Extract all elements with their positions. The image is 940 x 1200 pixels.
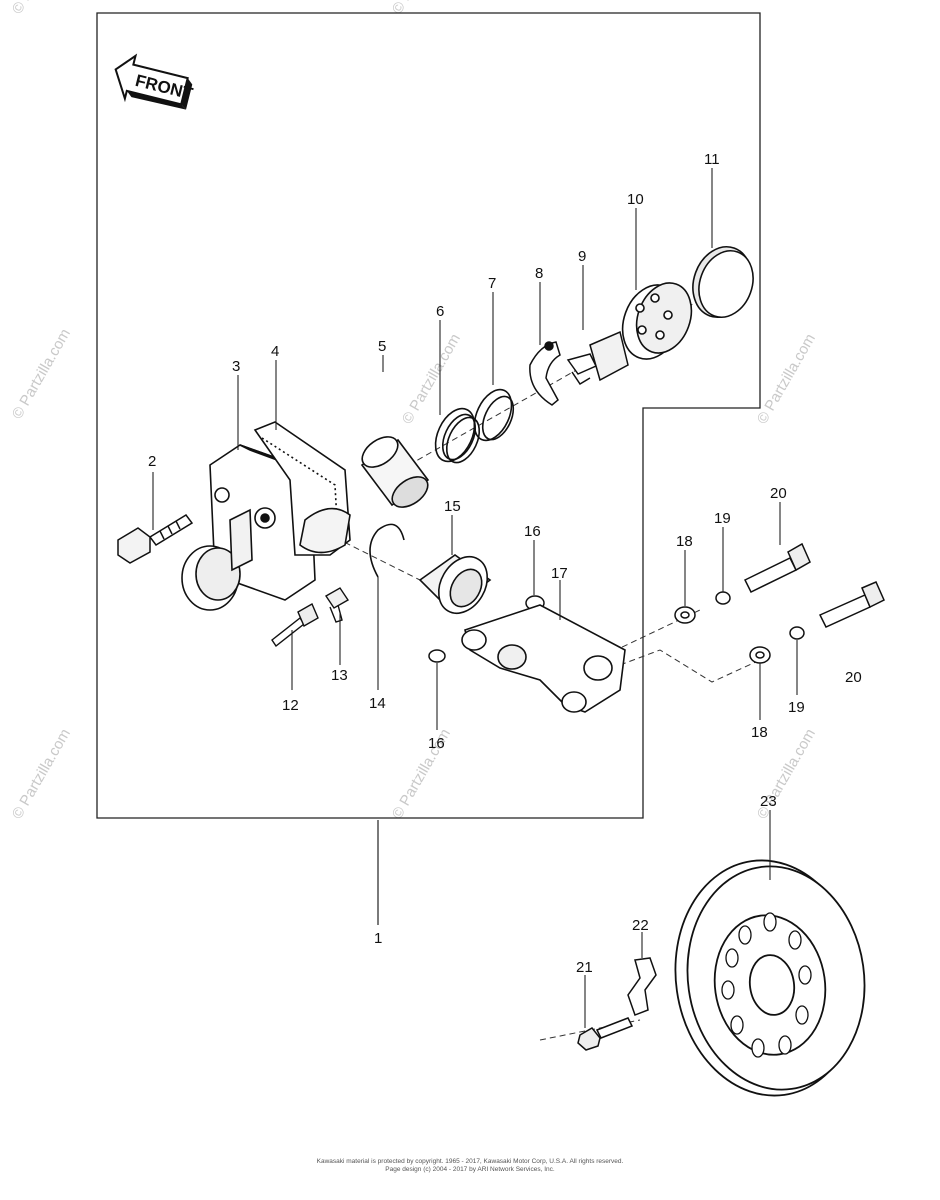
- callout-13: 13: [331, 667, 348, 684]
- part-4-brake-pads: [253, 421, 351, 556]
- callout-23: 23: [760, 793, 777, 810]
- part-13-bleeder-cap: [325, 587, 349, 623]
- copyright-notice: Kawasaki material is protected by copyri…: [0, 1158, 940, 1174]
- callout-5: 5: [378, 338, 386, 355]
- callout-10: 10: [627, 191, 644, 208]
- watermark: © Partzilla.com: [9, 326, 74, 422]
- callout-17: 17: [551, 565, 568, 582]
- watermark: © Partzilla.com: [399, 331, 464, 427]
- part-16-oring: [428, 649, 446, 663]
- part-5-piston: [360, 436, 430, 508]
- part-20-bolt: [743, 556, 798, 594]
- callout-14: 14: [369, 695, 386, 712]
- callout-6: 6: [436, 303, 444, 320]
- callout-11: 11: [704, 151, 720, 168]
- watermark: © Partzilla.com: [389, 0, 454, 17]
- copyright-line-1: Kawasaki material is protected by copyri…: [316, 1158, 624, 1165]
- callout-labels: 1 2 3 4 5 6 7 8 9 10 11 12 13 14 15 16 1…: [148, 151, 862, 976]
- callout-3: 3: [232, 358, 240, 375]
- callout-8: 8: [535, 265, 543, 282]
- callout-12: 12: [282, 697, 299, 714]
- callout-16: 16: [428, 735, 445, 752]
- part-21-bolt: [577, 1017, 634, 1051]
- part-12-bleeder: [271, 603, 319, 648]
- part-17-holder: [461, 604, 626, 713]
- part-14-circlip: [369, 523, 405, 578]
- part-15-collar: [418, 554, 492, 615]
- callout-21: 21: [576, 959, 593, 976]
- part-23-disc: [674, 859, 866, 1097]
- callout-22: 22: [632, 917, 649, 934]
- callout-19: 19: [714, 510, 731, 527]
- callout-19: 19: [788, 699, 805, 716]
- callout-18: 18: [676, 533, 693, 550]
- part-2-bolt: [117, 514, 194, 564]
- part-6-seal: [434, 407, 481, 464]
- part-22-lockplate: [627, 957, 657, 1016]
- part-11-cap: [692, 246, 754, 318]
- callout-15: 15: [444, 498, 461, 515]
- lower-mount-hardware: [749, 581, 885, 664]
- part-10-pad: [621, 282, 693, 360]
- callout-2: 2: [148, 453, 156, 470]
- copyright-line-2: Page design (c) 2004 - 2017 by ARI Netwo…: [385, 1166, 555, 1173]
- part-19-lockwasher: [789, 626, 805, 640]
- callout-9: 9: [578, 248, 586, 265]
- callout-18: 18: [751, 724, 768, 741]
- upper-mount-hardware: [674, 542, 811, 624]
- callout-20: 20: [770, 485, 787, 502]
- callout-7: 7: [488, 275, 496, 292]
- callout-16: 16: [524, 523, 541, 540]
- watermark: © Partzilla.com: [9, 726, 74, 822]
- part-19-lockwasher: [715, 591, 731, 605]
- part-8-clip: [529, 341, 561, 406]
- part-3-caliper-body: [181, 444, 319, 611]
- part-20-bolt: [818, 594, 871, 628]
- part-9-shim: [566, 330, 629, 386]
- callout-4: 4: [271, 343, 279, 360]
- front-arrow: FRONT: [114, 53, 195, 110]
- leader-lines: [152, 168, 798, 1028]
- part-7-dust-seal: [473, 388, 515, 442]
- watermarks: © Partzilla.com © Partzilla.com © Partzi…: [9, 0, 819, 822]
- assembly-frame: [96, 12, 761, 819]
- callout-1: 1: [374, 930, 382, 947]
- callout-20: 20: [845, 669, 862, 686]
- watermark: © Partzilla.com: [9, 0, 74, 17]
- watermark: © Partzilla.com: [754, 331, 819, 427]
